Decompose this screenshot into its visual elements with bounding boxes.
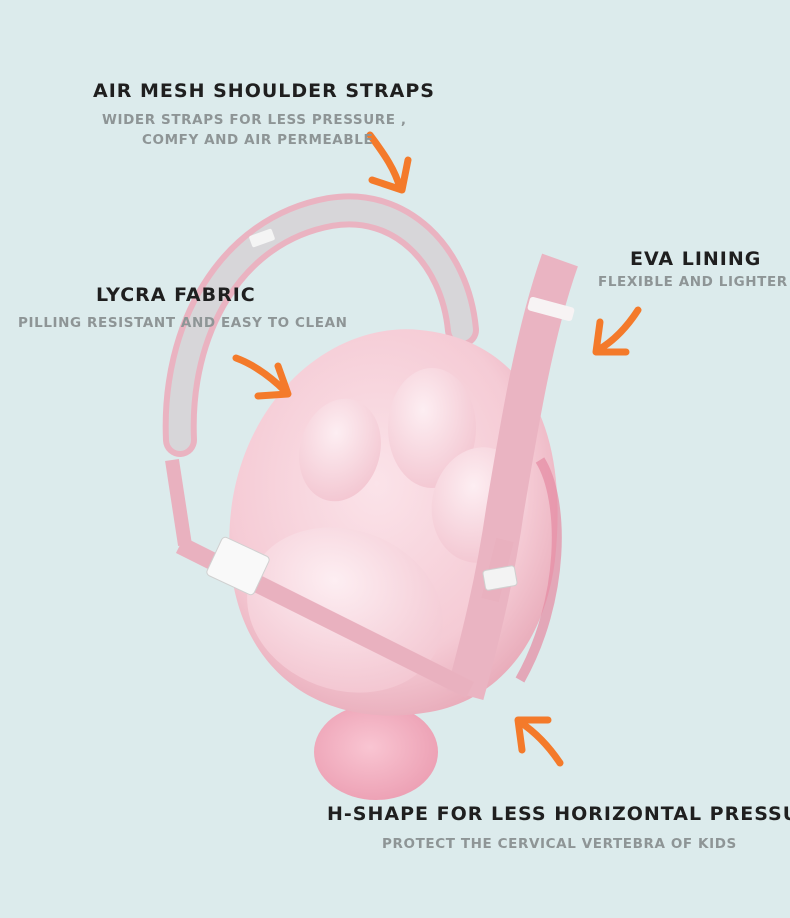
eva-lining-desc: FLEXIBLE AND LIGHTER	[598, 274, 788, 290]
eva-lining-title: EVA LINING	[630, 248, 762, 270]
shoulder-straps-desc-line2: COMFY AND AIR PERMEABLE	[142, 132, 374, 148]
h-shape-desc: PROTECT THE CERVICAL VERTEBRA OF KIDS	[382, 836, 737, 852]
shoulder-straps-title: AIR MESH SHOULDER STRAPS	[93, 80, 435, 102]
arrow-icon-shoulder	[366, 131, 412, 194]
arrow-icon-hshape	[514, 716, 564, 767]
arrow-icon-lycra	[232, 354, 292, 400]
shoulder-straps-desc-line1: WIDER STRAPS FOR LESS PRESSURE ,	[102, 112, 407, 128]
lycra-fabric-title: LYCRA FABRIC	[96, 284, 256, 306]
arrow-icon-eva	[592, 306, 642, 356]
tail-pompom	[314, 704, 438, 800]
h-shape-title: H-SHAPE FOR LESS HORIZONTAL PRESSURE	[327, 803, 790, 825]
mesh-shoulder-strap	[162, 193, 479, 457]
chest-buckle	[206, 536, 518, 596]
lycra-fabric-desc: PILLING RESISTANT AND EASY TO CLEAN	[18, 315, 348, 331]
